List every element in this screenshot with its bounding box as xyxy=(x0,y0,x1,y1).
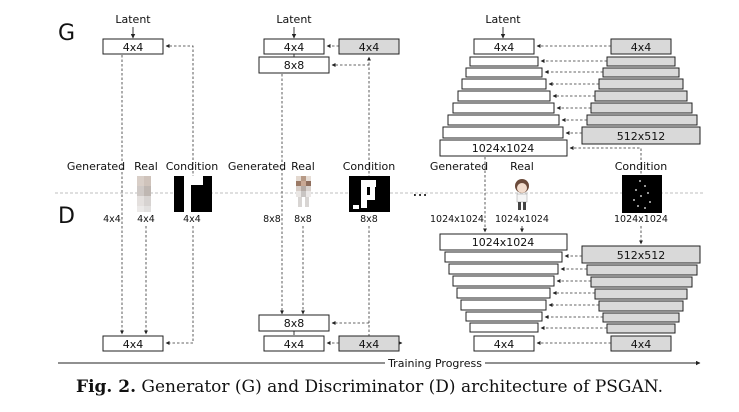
d-cond-block-4x4-s3 xyxy=(610,335,672,352)
latent-label-2: Latent xyxy=(276,13,312,26)
d-mid-block-1 xyxy=(444,251,563,263)
res-condition-2: 8x8 xyxy=(360,214,378,225)
d-cond-mid-block-1 xyxy=(586,264,698,276)
caption-text: Generator (G) and Discriminator (D) arch… xyxy=(136,377,663,397)
d-cond-mid-block-4 xyxy=(598,300,684,312)
condition-to-d-cond-s2 xyxy=(368,226,403,345)
figure-caption: Fig. 2. Generator (G) and Discriminator … xyxy=(0,377,739,397)
condition-image-8x8 xyxy=(349,176,390,212)
g-cond-block-512-s3 xyxy=(581,126,701,145)
res-real-1: 4x4 xyxy=(137,214,155,225)
g-block-4x4-s1-label: 4x4 xyxy=(123,41,144,54)
d-mid-block-5 xyxy=(460,299,547,311)
g-cond-block-512-s3-label: 512x512 xyxy=(617,130,666,143)
g-cond-block-4x4-s3-label: 4x4 xyxy=(631,41,652,54)
res-generated-3: 1024x1024 xyxy=(430,214,484,225)
d-mid-block-3 xyxy=(452,275,555,287)
g-mid-block-1 xyxy=(469,56,539,67)
res-generated-2: 8x8 xyxy=(263,214,281,225)
d-cond-mid-block-2 xyxy=(590,276,693,288)
g-cond-block-4x4-s2 xyxy=(338,38,400,55)
d-block-4x4-s1 xyxy=(102,335,164,352)
condition-to-d-s1 xyxy=(165,226,194,345)
d-block-4x4-s2 xyxy=(263,335,325,352)
d-block-4x4-s3 xyxy=(473,335,535,352)
d-mid-block-7 xyxy=(469,322,539,333)
d-block-8x8-s2-label: 8x8 xyxy=(284,317,305,330)
g-cond-mid-block-6 xyxy=(586,114,698,126)
d-mid-block-4 xyxy=(456,287,551,299)
res-generated-1: 4x4 xyxy=(103,214,121,225)
d-mid-block-2 xyxy=(448,263,559,275)
real-label-3: Real xyxy=(510,160,534,173)
d-mid-block-6 xyxy=(465,311,543,322)
training-progress-label: Training Progress xyxy=(387,357,482,370)
condition-image-1024 xyxy=(622,175,662,213)
d-block-4x4-s2-label: 4x4 xyxy=(284,338,305,351)
g-cond-block-4x4-s3 xyxy=(610,38,672,55)
generated-label-1: Generated xyxy=(67,160,125,173)
generator-letter: G xyxy=(58,21,75,46)
g-block-4x4-s3 xyxy=(473,38,535,55)
generated-label-3: Generated xyxy=(430,160,488,173)
g-mid-block-7 xyxy=(442,126,564,139)
g-mid-block-5 xyxy=(452,102,555,114)
d-cond-block-4x4-s2 xyxy=(338,335,400,352)
d-block-1024-s3 xyxy=(439,233,568,251)
g-mid-block-6 xyxy=(447,114,560,126)
g-cond-links-s3 xyxy=(540,59,642,178)
discriminator-letter: D xyxy=(58,204,75,229)
g-cond-mid-block-3 xyxy=(598,78,684,90)
d-cond-mid-block-3 xyxy=(594,288,688,300)
d-cond-block-512-s3 xyxy=(581,245,701,264)
real-label-2: Real xyxy=(291,160,315,173)
d-block-4x4-s1-label: 4x4 xyxy=(123,338,144,351)
generated-label-2: Generated xyxy=(228,160,286,173)
g-mid-block-3 xyxy=(461,78,547,90)
res-condition-3: 1024x1024 xyxy=(614,214,668,225)
res-condition-1: 4x4 xyxy=(183,214,201,225)
res-real-3: 1024x1024 xyxy=(495,214,549,225)
res-real-2: 8x8 xyxy=(294,214,312,225)
g-block-4x4-s2-label: 4x4 xyxy=(284,41,305,54)
condition-label-1: Condition xyxy=(166,160,219,173)
d-cond-mid-block-5 xyxy=(602,312,680,323)
ellipsis: ... xyxy=(412,181,427,200)
g-cond-block-4x4-s2-label: 4x4 xyxy=(359,41,380,54)
real-image-1024 xyxy=(515,179,529,210)
condition-label-2: Condition xyxy=(343,160,396,173)
real-image-8x8 xyxy=(296,176,311,207)
caption-prefix: Fig. 2. xyxy=(76,377,137,397)
d-cond-block-4x4-s3-label: 4x4 xyxy=(631,338,652,351)
condition-image-4x4 xyxy=(174,176,212,212)
g-block-1024-s3-label: 1024x1024 xyxy=(472,142,535,155)
g-block-1024-s3 xyxy=(439,139,568,157)
g-mid-block-4 xyxy=(457,90,551,102)
g-mid-block-2 xyxy=(465,67,543,78)
real-label-1: Real xyxy=(134,160,158,173)
g-cond-mid-block-4 xyxy=(594,90,688,102)
d-block-1024-s3-label: 1024x1024 xyxy=(472,236,535,249)
condition-to-g-s1 xyxy=(165,44,194,178)
latent-label-1: Latent xyxy=(115,13,151,26)
real-image-4x4 xyxy=(137,176,151,212)
g-block-4x4-s1 xyxy=(102,38,164,55)
g-block-8x8-s2-label: 8x8 xyxy=(284,59,305,72)
g-block-4x4-s3-label: 4x4 xyxy=(494,41,515,54)
d-cond-links-s3 xyxy=(536,254,611,345)
condition-label-3: Condition xyxy=(615,160,668,173)
g-block-8x8-s2 xyxy=(258,56,330,74)
g-cond-mid-block-5 xyxy=(590,102,693,114)
g-cond-mid-block-1 xyxy=(606,56,676,67)
d-block-4x4-s3-label: 4x4 xyxy=(494,338,515,351)
d-cond-mid-block-6 xyxy=(606,323,676,334)
psgan-architecture-diagram: G D Latent 4x4 Generated Real Condition … xyxy=(55,13,705,370)
g-cond-mid-block-2 xyxy=(602,67,680,78)
d-cond-block-512-s3-label: 512x512 xyxy=(617,249,666,262)
d-cond-block-4x4-s2-label: 4x4 xyxy=(359,338,380,351)
latent-label-3: Latent xyxy=(485,13,521,26)
